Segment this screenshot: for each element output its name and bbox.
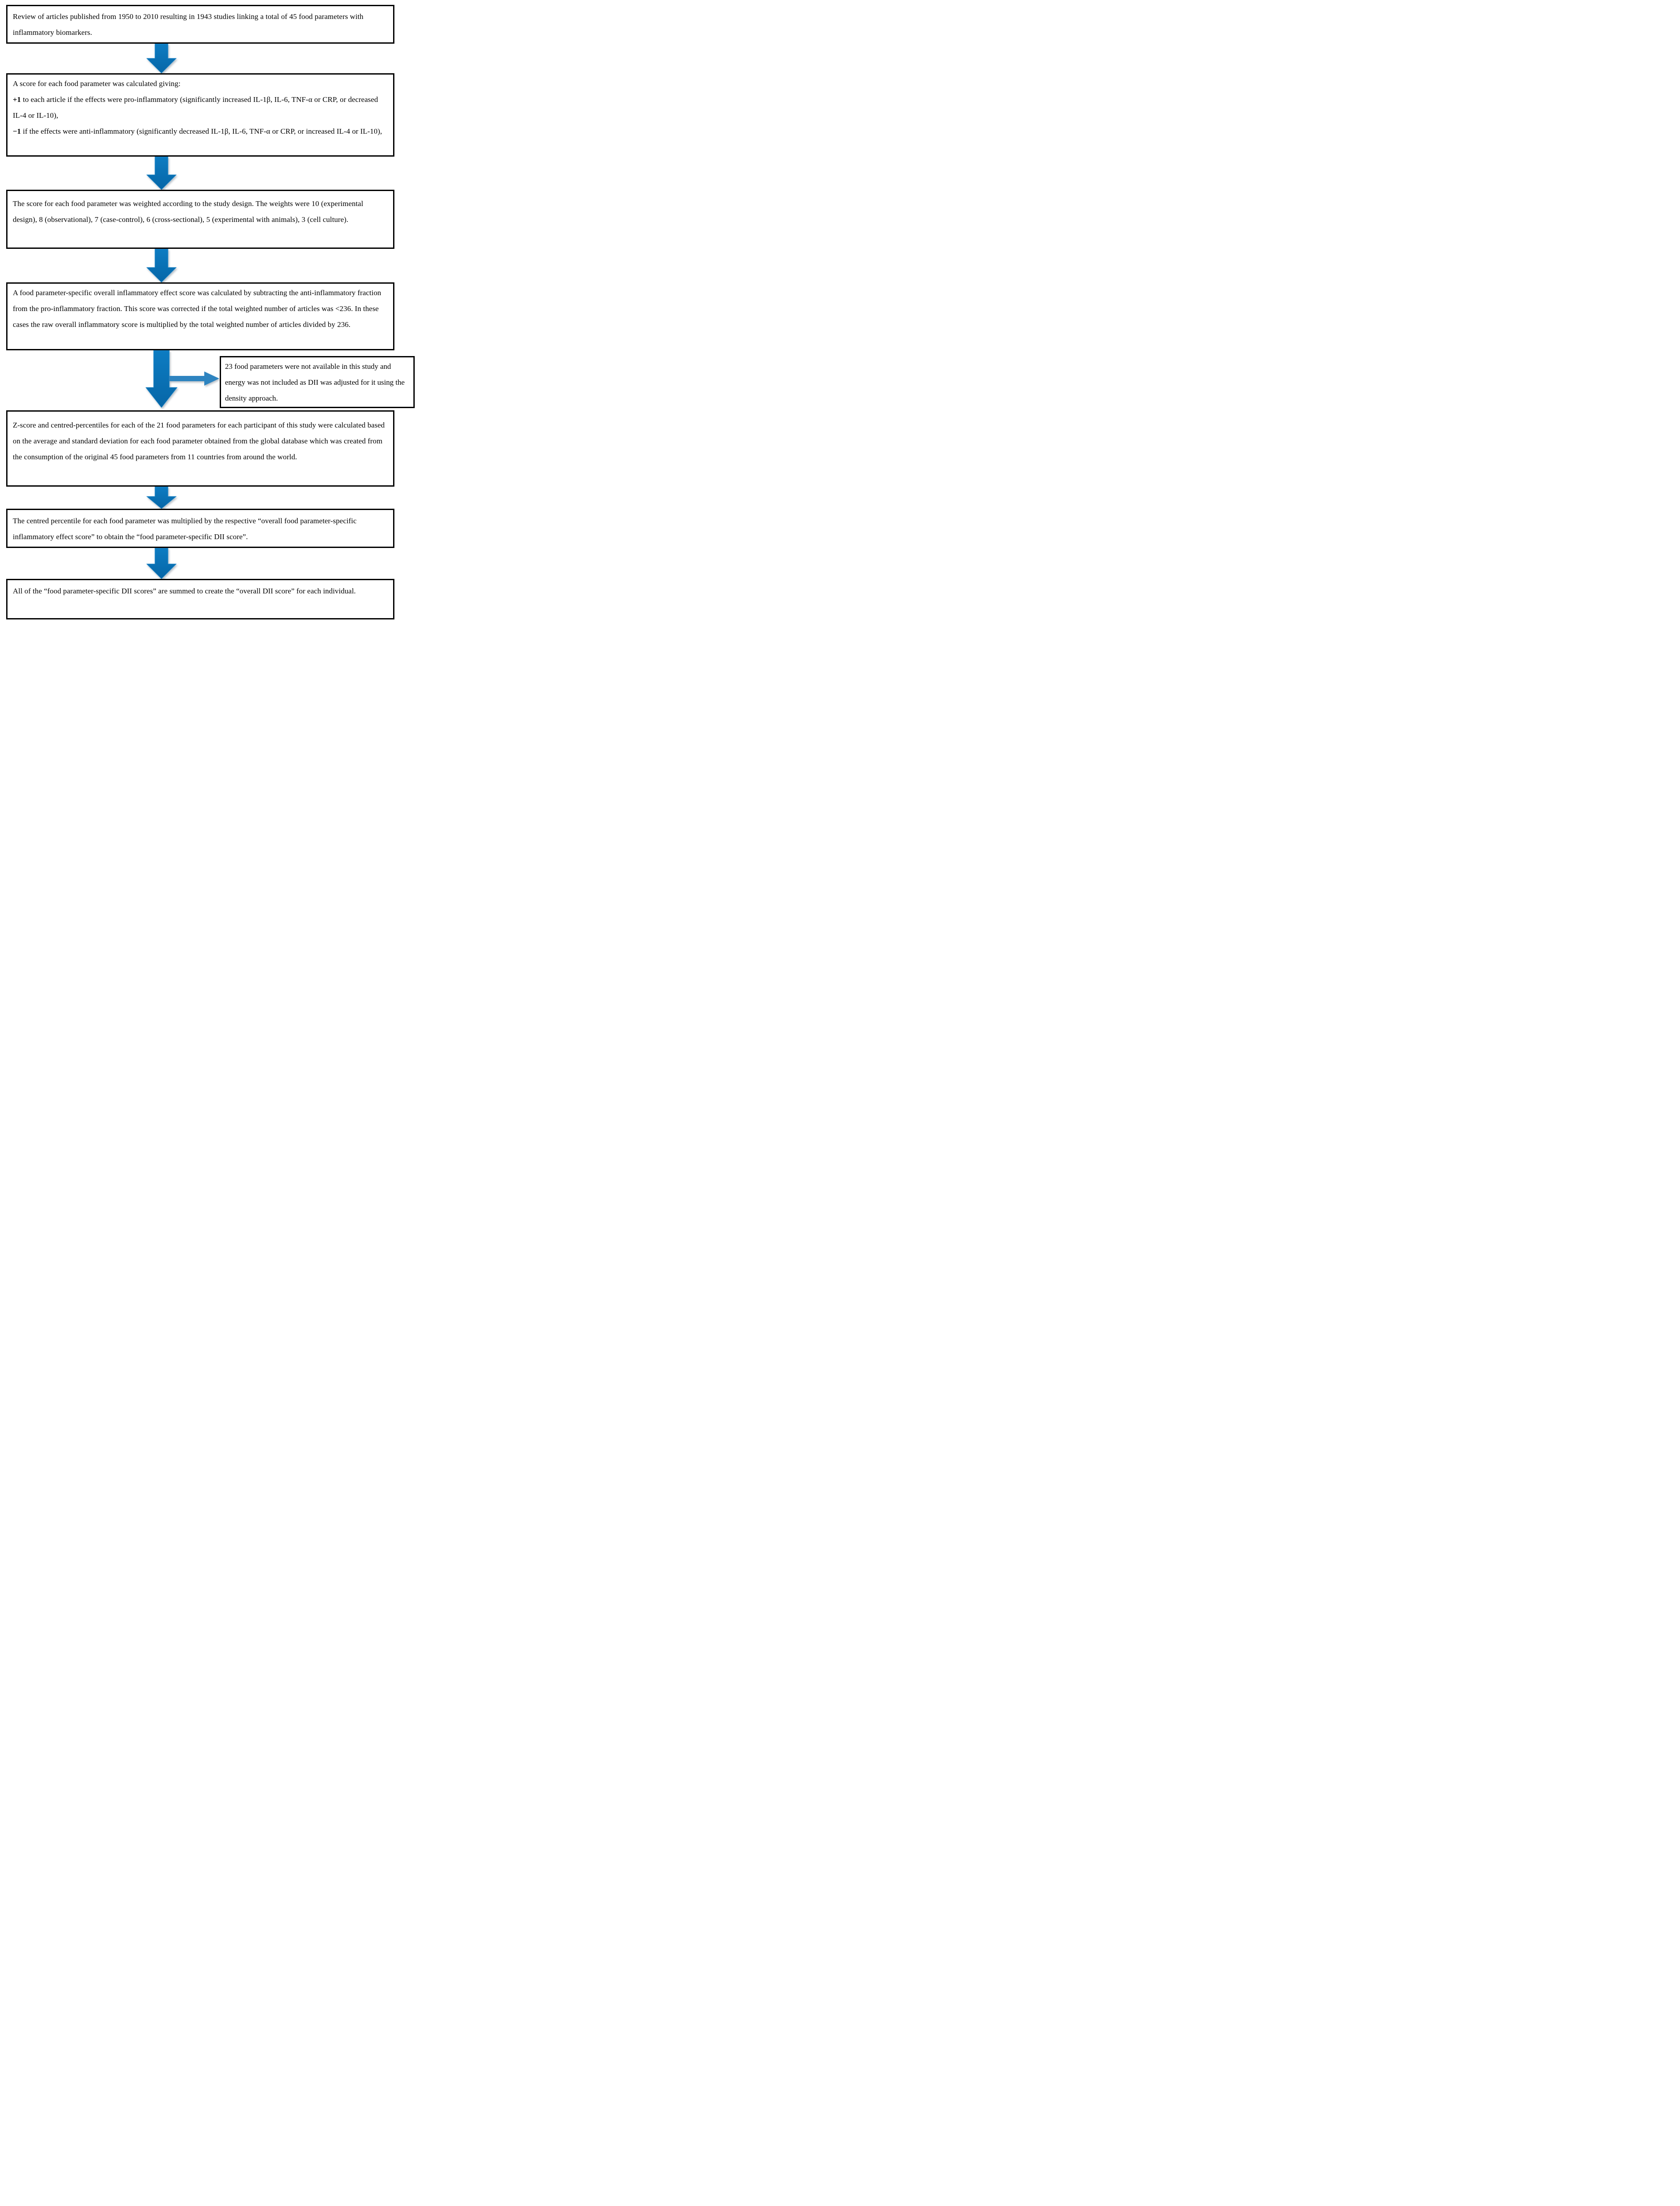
minus-one-text: if the effects were anti-inflammatory (s… [21,127,382,135]
step-box-review: Review of articles published from 1950 t… [6,5,394,44]
down-arrow-1-icon [146,44,176,73]
step-box-parameter-dii-score-text: The centred percentile for each food par… [13,517,357,541]
down-arrow-4-large-shape [146,350,177,408]
down-arrow-5-shape [146,487,176,509]
dii-flowchart-figure: Review of articles published from 1950 t… [0,0,420,625]
down-arrow-5-icon [146,487,176,509]
step-box-review-text: Review of articles published from 1950 t… [13,12,364,37]
down-arrow-6-shape [146,548,176,579]
plus-one-text: to each article if the effects were pro-… [13,95,378,120]
down-arrow-3-shape [146,249,176,282]
step-box-zscore-percentiles: Z-score and centred-percentiles for each… [6,410,394,487]
minus-one-label: −1 [13,127,21,135]
side-box-excluded-parameters-text: 23 food parameters were not available in… [225,362,405,402]
step-box-overall-dii-score: All of the “food parameter-specific DII … [6,579,394,619]
down-arrow-4-large-icon [146,350,177,408]
branch-arrow-right-shape [169,371,219,386]
step-box-overall-dii-score-text: All of the “food parameter-specific DII … [13,587,356,595]
branch-arrow-right-icon [169,371,219,386]
step-box-parameter-dii-score: The centred percentile for each food par… [6,509,394,548]
scoring-intro: A score for each food parameter was calc… [13,79,181,88]
side-box-excluded-parameters: 23 food parameters were not available in… [220,356,415,408]
down-arrow-6-icon [146,548,176,579]
down-arrow-2-icon [146,157,176,190]
step-box-scoring: A score for each food parameter was calc… [6,73,394,157]
step-box-zscore-percentiles-text: Z-score and centred-percentiles for each… [13,421,385,461]
step-box-weighting: The score for each food parameter was we… [6,190,394,249]
step-box-scoring-text: A score for each food parameter was calc… [8,75,393,139]
down-arrow-2-shape [146,157,176,190]
step-box-weighting-text: The score for each food parameter was we… [13,199,364,224]
step-box-effect-score: A food parameter-specific overall inflam… [6,282,394,350]
down-arrow-1-shape [146,44,176,73]
step-box-effect-score-text: A food parameter-specific overall inflam… [13,289,382,329]
plus-one-label: +1 [13,95,21,104]
down-arrow-3-icon [146,249,176,282]
